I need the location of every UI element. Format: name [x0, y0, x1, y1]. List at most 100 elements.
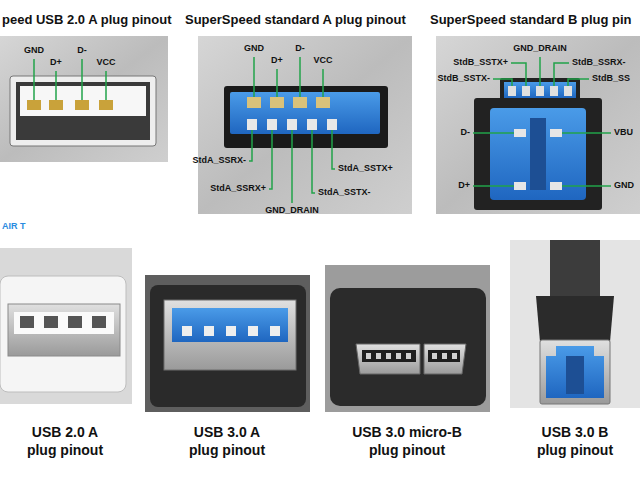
- socket-opening: [474, 98, 602, 210]
- leader-lines: [249, 57, 335, 203]
- pin-contact: [182, 326, 192, 336]
- metal-ground: [0, 36, 168, 162]
- plug-caption: USB 2.0 A plug pinout: [20, 424, 110, 459]
- panel-title: SuperSpeed standard B plug pin: [430, 13, 632, 26]
- pin-contact: [287, 119, 297, 130]
- contact-slot: [362, 350, 416, 362]
- pin-contact: [49, 100, 63, 110]
- pin-contact: [27, 100, 41, 110]
- leader-line: [562, 132, 611, 134]
- leader-line: [55, 71, 57, 100]
- pin-contact: [270, 326, 280, 336]
- pin-contact: [386, 353, 391, 359]
- pin-label: D-: [461, 128, 471, 137]
- socket-tongue: [230, 92, 380, 134]
- pin-label: StdA_SSTX+: [338, 164, 393, 173]
- pin-label: GND: [614, 181, 634, 190]
- plug-housing: [0, 276, 126, 392]
- pin-contact: [550, 182, 562, 190]
- pin-contact: [514, 182, 526, 190]
- plug-housing: [150, 285, 306, 407]
- pin-contacts: [366, 353, 457, 359]
- pin-contact: [99, 100, 113, 110]
- contact-slot: [68, 316, 82, 328]
- contact-slot: [20, 316, 34, 328]
- leader-line: [562, 185, 611, 187]
- pin-contact: [508, 86, 516, 96]
- plug-caption: USB 3.0 micro-B plug pinout: [347, 424, 467, 459]
- pin-contact: [226, 326, 236, 336]
- pin-contact: [396, 353, 401, 359]
- leader-line: [568, 79, 589, 86]
- pin-contact: [536, 86, 544, 96]
- plug-housing: [330, 288, 486, 406]
- pin-contact: [316, 97, 330, 108]
- plug-shell: [164, 300, 296, 370]
- pin-label: StdB_SS: [592, 74, 630, 83]
- pin-contact: [293, 97, 307, 108]
- pin-contact: [75, 100, 89, 110]
- leader-line: [269, 130, 272, 189]
- leader-line: [554, 63, 569, 86]
- insert-slot: [566, 356, 584, 394]
- pin-label: D+: [458, 181, 470, 190]
- socket-frame: [10, 76, 156, 146]
- pin-label: StdA_SSRX-: [192, 156, 246, 165]
- photo-ground: [0, 248, 132, 404]
- plug-caption: USB 3.0 B plug pinout: [530, 424, 620, 459]
- leader-line: [312, 130, 315, 193]
- pin-contact: [327, 119, 337, 130]
- pin-contact: [267, 119, 277, 130]
- pin-contact: [376, 353, 381, 359]
- metal-ground: [198, 36, 412, 214]
- pin-label: D-: [295, 44, 305, 53]
- plug-insert: [546, 346, 604, 398]
- plug-tongue: [14, 312, 114, 334]
- pin-contact: [550, 86, 558, 96]
- leader-line: [322, 69, 324, 97]
- pin-contact: [366, 353, 371, 359]
- leader-line: [33, 59, 35, 100]
- panel-title: SuperSpeed standard A plug pinout: [185, 13, 406, 26]
- insert-slot: [530, 118, 546, 190]
- leader-line: [249, 130, 252, 161]
- pin-label: GND: [24, 46, 44, 55]
- pin-label: VBU: [614, 128, 633, 137]
- metal-ground: [436, 36, 640, 214]
- socket-opening: [16, 82, 150, 140]
- leader-line: [473, 132, 514, 134]
- pin-contact: [247, 97, 261, 108]
- leader-line: [332, 130, 335, 169]
- usb2-a-socket: [0, 36, 168, 162]
- photo-ground: [145, 275, 310, 412]
- plug-shell: [540, 340, 610, 404]
- usb3-b-plug-photo: [510, 240, 640, 408]
- leader-line: [493, 79, 512, 86]
- pin-label: StdA_SSTX-: [318, 188, 371, 197]
- pin-contact: [270, 97, 284, 108]
- plug-tongue: [172, 308, 288, 342]
- leader-line: [473, 185, 514, 187]
- pin-label: GND_DRAIN: [513, 44, 567, 53]
- contact-slot: [428, 350, 460, 362]
- pin-label: StdA_SSRX+: [210, 184, 266, 193]
- pin-contact: [307, 119, 317, 130]
- leader-line: [511, 63, 526, 86]
- panel-title: peed USB 2.0 A plug pinout: [2, 13, 171, 26]
- usb3-a-plug-photo: [145, 275, 310, 412]
- socket-tongue: [20, 86, 146, 116]
- leader-lines: [473, 57, 611, 186]
- cut-text: AIR T: [2, 222, 26, 231]
- socket-opening: [224, 86, 388, 148]
- pin-label: VCC: [96, 58, 115, 67]
- leader-line: [81, 59, 83, 100]
- pin-label: GND: [244, 44, 264, 53]
- plug-shell: [8, 304, 120, 356]
- pin-contact: [550, 129, 562, 137]
- pin-label: GND_DRAIN: [265, 206, 319, 215]
- pin-label: VCC: [313, 56, 332, 65]
- pin-contact: [406, 353, 411, 359]
- usb2-a-plug-photo: [0, 248, 132, 404]
- pin-contact: [442, 353, 447, 359]
